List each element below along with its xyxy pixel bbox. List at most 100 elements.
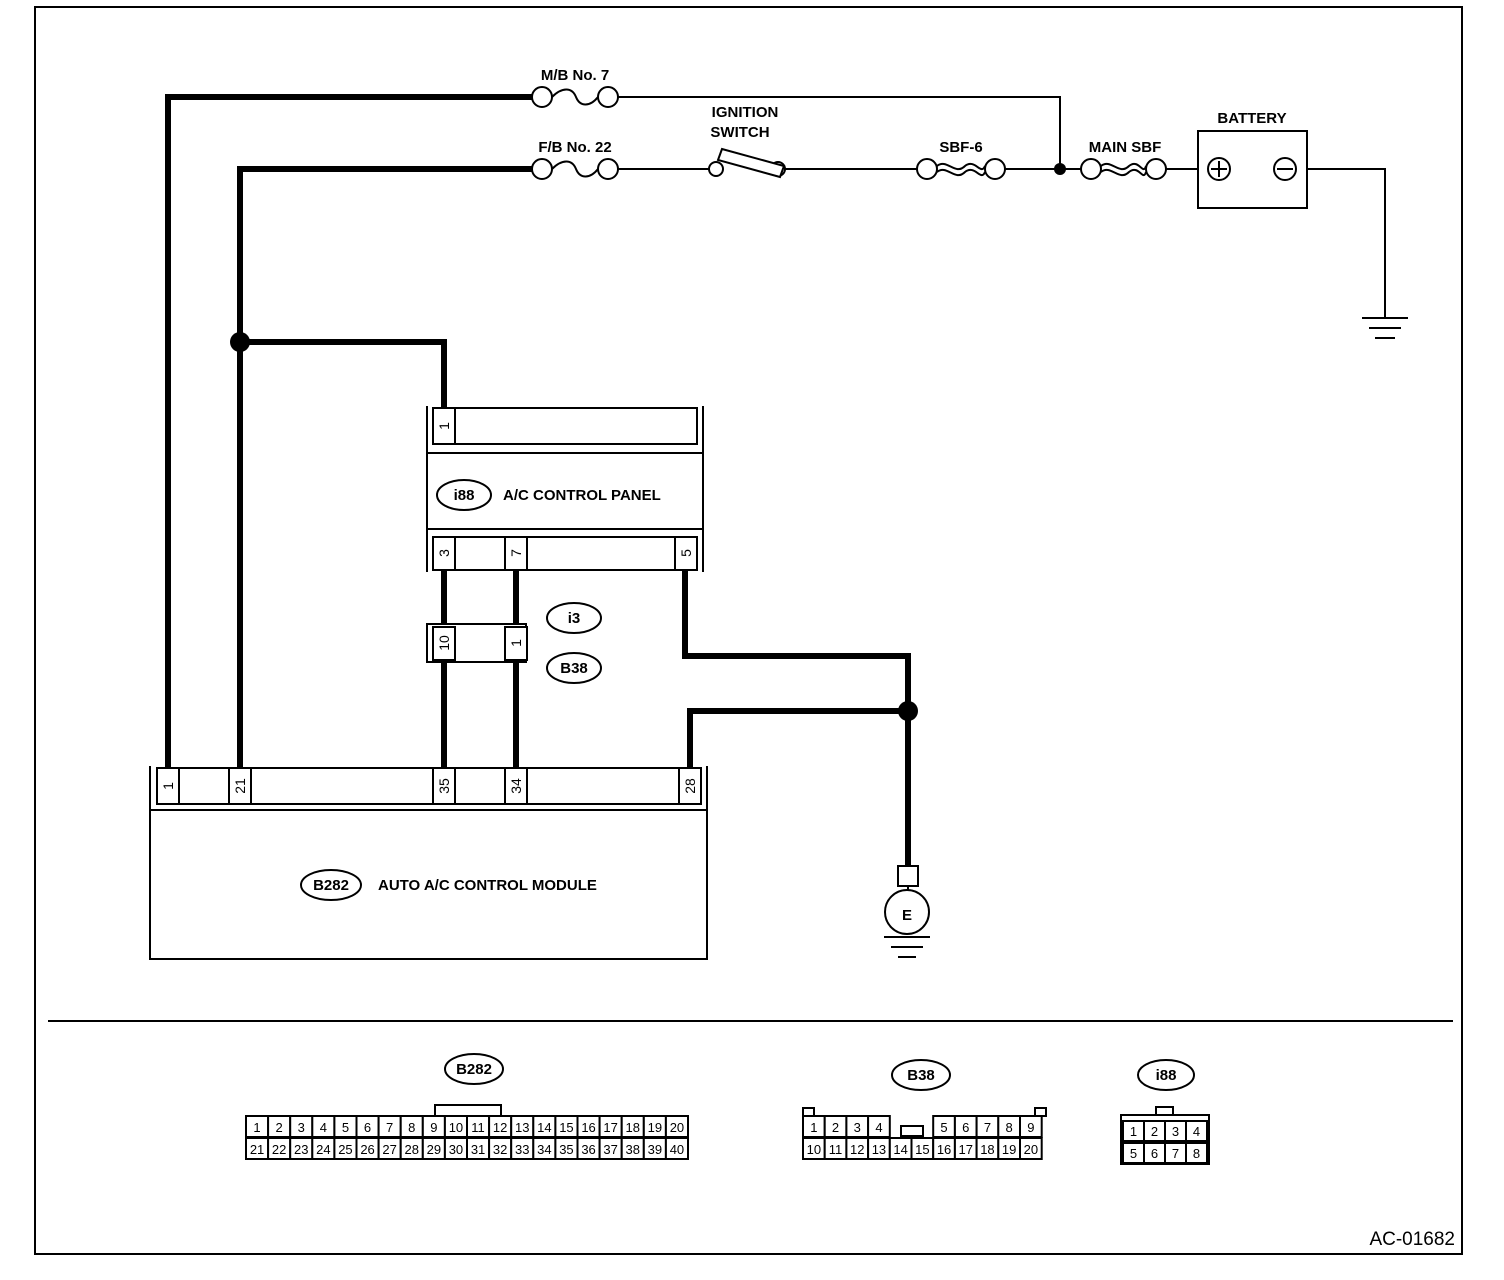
ac-control-panel bbox=[426, 406, 704, 572]
fuse-fb-22-icon bbox=[531, 158, 619, 180]
legend-b282-pin-label: 11 bbox=[471, 1120, 485, 1135]
wire-panel5-to-ground bbox=[682, 570, 911, 866]
legend-b282-pin-label: 8 bbox=[408, 1120, 415, 1135]
ground-label: E bbox=[902, 907, 912, 924]
legend-b282-pin-label: 23 bbox=[294, 1142, 308, 1157]
ignition-switch-icon bbox=[708, 147, 786, 179]
legend-b282-pin-label: 16 bbox=[581, 1120, 595, 1135]
wire-mb7-to-module-pin1 bbox=[165, 94, 532, 768]
legend-b282-pin-label: 17 bbox=[603, 1120, 617, 1135]
ignition-label-line2: SWITCH bbox=[710, 124, 769, 141]
ignition-label-line1: IGNITION bbox=[712, 104, 779, 121]
legend-i88-cell bbox=[1185, 1142, 1208, 1164]
legend-b282-cell bbox=[664, 1137, 690, 1160]
legend-b282-pin-label: 6 bbox=[364, 1120, 371, 1135]
legend-i88-label: i88 bbox=[1156, 1067, 1177, 1084]
legend-b282-pin-label: 25 bbox=[338, 1142, 352, 1157]
legend-b282-pin-label: 9 bbox=[430, 1120, 437, 1135]
legend-b282-pin-label: 12 bbox=[493, 1120, 507, 1135]
fuse-mb-7-icon bbox=[531, 86, 619, 108]
panel-title: A/C CONTROL PANEL bbox=[503, 487, 661, 504]
legend-i88-pin-label: 6 bbox=[1151, 1146, 1158, 1161]
module-pin-28: 28 bbox=[682, 778, 698, 794]
panel-pin-1: 1 bbox=[436, 422, 452, 430]
module-pin-34: 34 bbox=[508, 778, 524, 794]
legend-b38-pin-label: 12 bbox=[850, 1142, 864, 1157]
legend-b282-pin-label: 39 bbox=[648, 1142, 662, 1157]
wire-module28-to-ground bbox=[687, 708, 908, 768]
fuse-fb-22-label: F/B No. 22 bbox=[538, 139, 611, 156]
module-pin-1: 1 bbox=[160, 782, 176, 790]
legend-b38-pin-label: 11 bbox=[829, 1142, 843, 1157]
legend-b282-pin-label: 40 bbox=[670, 1142, 684, 1157]
legend-b282-pin-label: 22 bbox=[272, 1142, 286, 1157]
legend-i88-pin-label: 7 bbox=[1172, 1146, 1179, 1161]
legend-b282-pin-label: 30 bbox=[449, 1142, 463, 1157]
legend-b38-pin-label: 1 bbox=[810, 1120, 817, 1135]
legend-b282-pin-label: 38 bbox=[626, 1142, 640, 1157]
legend-b282-pin-label: 4 bbox=[320, 1120, 327, 1135]
wire-mb7-to-junction bbox=[618, 96, 1061, 169]
legend-b38-pin-label: 8 bbox=[1006, 1120, 1013, 1135]
fuse-main-sbf-icon bbox=[1080, 158, 1167, 180]
legend-b282-pin-label: 27 bbox=[382, 1142, 396, 1157]
legend-b38-pin-label: 5 bbox=[940, 1120, 947, 1135]
battery-icon bbox=[1197, 130, 1308, 209]
joint-connector-i3-id: i3 bbox=[568, 610, 581, 627]
panel-pin-5: 5 bbox=[678, 549, 694, 557]
legend-b282-pin-label: 13 bbox=[515, 1120, 529, 1135]
main-sbf-label: MAIN SBF bbox=[1089, 139, 1162, 156]
legend-b282-pin-label: 2 bbox=[276, 1120, 283, 1135]
legend-b38-pin-label: 2 bbox=[832, 1120, 839, 1135]
legend-b282-pin-label: 5 bbox=[342, 1120, 349, 1135]
legend-i88-pin-label: 8 bbox=[1193, 1146, 1200, 1161]
junction-dot bbox=[1054, 163, 1066, 175]
legend-b282-pin-label: 15 bbox=[559, 1120, 573, 1135]
module-title: AUTO A/C CONTROL MODULE bbox=[378, 877, 597, 894]
battery-ground-icon bbox=[1362, 317, 1408, 339]
legend-b282-pin-label: 33 bbox=[515, 1142, 529, 1157]
legend-b282-pin-label: 32 bbox=[493, 1142, 507, 1157]
legend-i88-pin-label: 4 bbox=[1193, 1124, 1200, 1139]
legend-b282-pin-label: 28 bbox=[405, 1142, 419, 1157]
joint-connector-i3-b38 bbox=[426, 602, 602, 684]
legend-b282-pin-label: 21 bbox=[250, 1142, 264, 1157]
legend-b282-pin-label: 34 bbox=[537, 1142, 551, 1157]
legend-b38-pin-label: 3 bbox=[854, 1120, 861, 1135]
legend-b38-pin-label: 9 bbox=[1027, 1120, 1034, 1135]
legend-b282-pin-label: 31 bbox=[471, 1142, 485, 1157]
battery-label: BATTERY bbox=[1217, 110, 1286, 127]
legend-b282-pin-label: 35 bbox=[559, 1142, 573, 1157]
legend-b38-pin-label: 13 bbox=[872, 1142, 886, 1157]
legend-b38-pin-label: 7 bbox=[984, 1120, 991, 1135]
junction-dot bbox=[898, 701, 918, 721]
legend-i88-cell bbox=[1185, 1120, 1208, 1142]
legend-b282-pin-label: 29 bbox=[427, 1142, 441, 1157]
junction-dot bbox=[230, 332, 250, 352]
joint-connector-b38-id: B38 bbox=[560, 660, 588, 677]
joint-pin-10: 10 bbox=[436, 635, 452, 651]
legend-b282-label: B282 bbox=[456, 1061, 492, 1078]
legend-b38-pin-label: 18 bbox=[980, 1142, 994, 1157]
panel-connector-id: i88 bbox=[454, 487, 475, 504]
legend-b282-pin-label: 10 bbox=[449, 1120, 463, 1135]
panel-pin-7: 7 bbox=[508, 549, 524, 557]
legend-b282-pin-label: 14 bbox=[537, 1120, 551, 1135]
legend-b38-pin-label: 6 bbox=[962, 1120, 969, 1135]
legend-b282-pin-label: 24 bbox=[316, 1142, 330, 1157]
legend-b282-pin-label: 3 bbox=[298, 1120, 305, 1135]
legend-b38-cell bbox=[1019, 1137, 1043, 1160]
body-ground-icon bbox=[884, 865, 930, 958]
legend-b38-pin-label: 14 bbox=[893, 1142, 907, 1157]
legend-b38-pin-label: 19 bbox=[1002, 1142, 1016, 1157]
wire-battery-to-ground bbox=[1296, 168, 1386, 318]
legend-b38-pin-label: 20 bbox=[1024, 1142, 1038, 1157]
legend-b282-pin-label: 18 bbox=[626, 1120, 640, 1135]
legend-i88-pin-label: 2 bbox=[1151, 1124, 1158, 1139]
module-pin-35: 35 bbox=[436, 778, 452, 794]
sbf-6-label: SBF-6 bbox=[939, 139, 982, 156]
